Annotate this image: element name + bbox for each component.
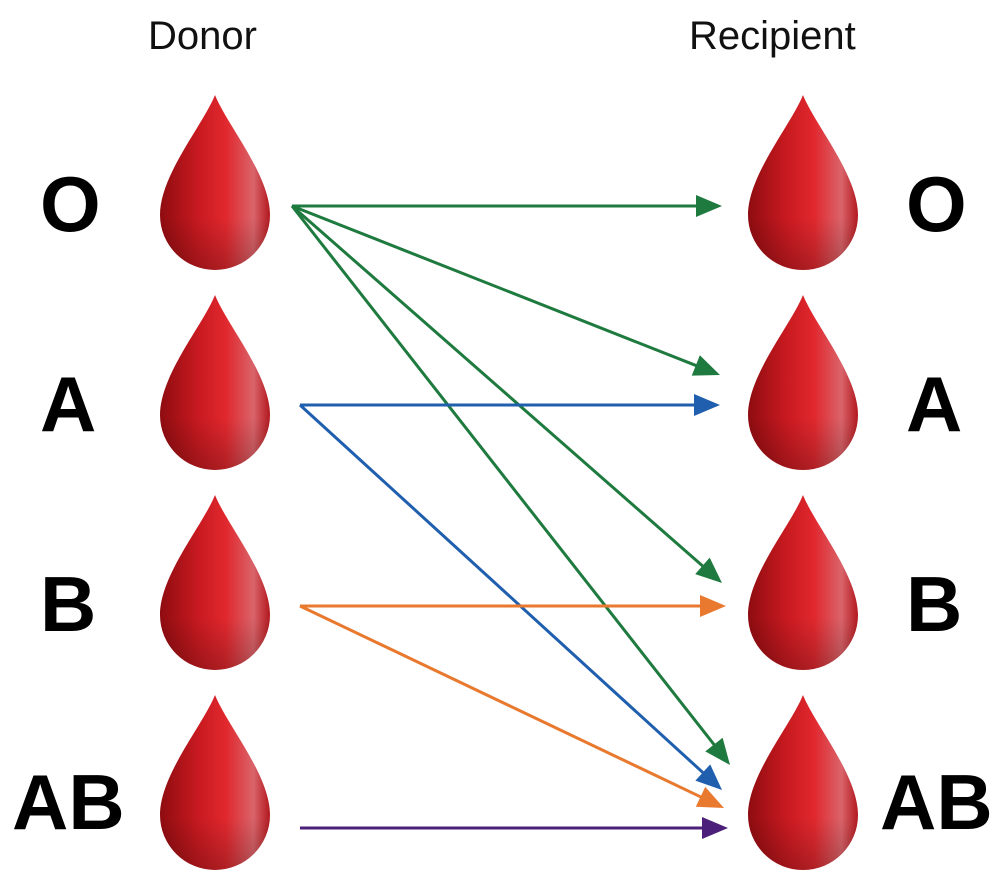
arrowhead-icon <box>695 764 722 790</box>
arrowhead-icon <box>695 557 722 583</box>
arrow-o-to-o <box>292 195 722 217</box>
donor-drop-a-icon <box>160 295 270 470</box>
arrowhead-icon <box>700 595 726 617</box>
arrow-b-to-b <box>300 595 726 617</box>
arrowhead-icon <box>696 195 722 217</box>
donor-column-title: Donor <box>148 14 257 58</box>
arrow-o-to-b <box>291 204 722 583</box>
arrow-a-to-a <box>300 394 720 416</box>
recipient-label-b: B <box>906 560 963 648</box>
recipient-drop-ab-icon <box>748 695 858 870</box>
recipient-column-title: Recipient <box>689 14 856 58</box>
arrowhead-icon <box>694 394 720 416</box>
recipient-drop-o-icon <box>748 95 858 270</box>
donor-drop-ab-icon <box>160 695 270 870</box>
arrow-o-to-a <box>291 204 720 376</box>
donor-drop-o-icon <box>160 95 270 270</box>
arrow-b-to-ab <box>299 604 724 808</box>
arrowhead-icon <box>695 786 724 808</box>
recipient-label-a: A <box>906 360 963 448</box>
arrowhead-icon <box>691 355 720 376</box>
donor-label-b: B <box>40 560 97 648</box>
donor-label-a: A <box>40 360 97 448</box>
recipient-label-o: O <box>906 160 967 248</box>
donor-label-ab: AB <box>12 758 125 846</box>
arrowhead-icon <box>702 817 728 839</box>
recipient-label-ab: AB <box>880 758 993 846</box>
arrow-o-to-ab <box>290 205 730 765</box>
recipient-drop-b-icon <box>748 495 858 670</box>
arrowhead-icon <box>705 737 730 765</box>
recipient-drop-a-icon <box>748 295 858 470</box>
donor-label-o: O <box>40 160 101 248</box>
arrow-ab-to-ab <box>300 817 728 839</box>
arrow-a-to-ab <box>298 403 722 790</box>
donor-drop-b-icon <box>160 495 270 670</box>
